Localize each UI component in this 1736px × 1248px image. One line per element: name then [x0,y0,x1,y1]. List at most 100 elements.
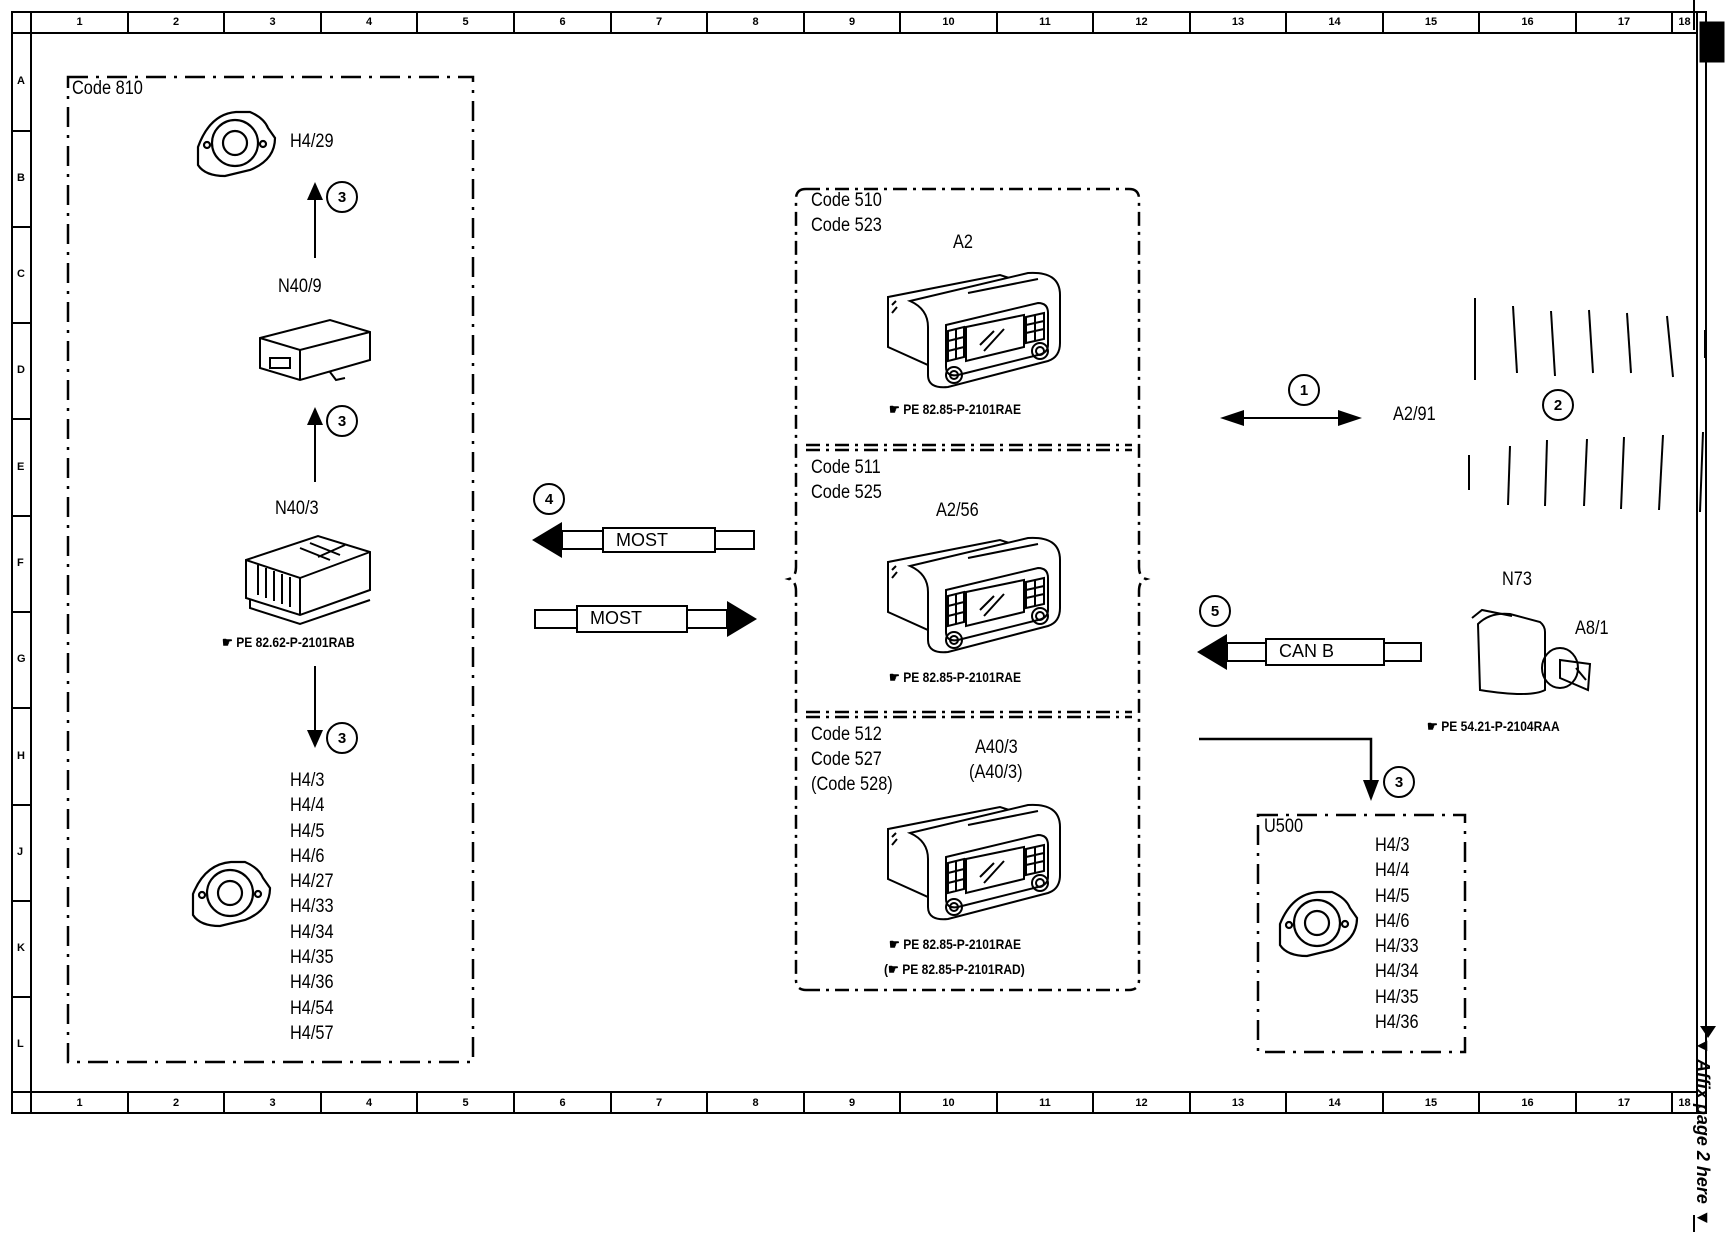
n73-label: N73 [1502,569,1532,590]
row-label: J [17,846,24,858]
pointing-hand-icon: ☛ [889,669,900,685]
row-label: C [17,268,25,280]
column-label-top: 5 [462,16,469,28]
speaker-label: H4/3 [1375,835,1410,856]
head-unit-label: A40/3 [975,737,1018,758]
column-label-bottom: 10 [942,1097,955,1109]
column-label-bottom: 14 [1328,1097,1341,1109]
callout-3-middle: 3 [326,405,358,437]
column-label-top: 8 [752,16,759,28]
column-label-bottom: 8 [752,1097,759,1109]
u500-label: U500 [1264,816,1304,837]
speaker-label: H4/6 [290,845,325,867]
speaker-label: H4/35 [1375,986,1419,1008]
speaker-label: H4/27 [290,871,334,893]
column-label-bottom: 13 [1231,1097,1245,1109]
head-unit-illustration [887,803,1061,921]
speaker-label: H4/57 [290,1022,334,1044]
column-label-bottom: 2 [172,1097,180,1109]
n40-3-reference: ☛PE 82.62-P-2101RAB [222,634,355,650]
row-label: A [17,75,25,87]
n40-9-label: N40/9 [278,276,322,297]
speaker-label: H4/3 [290,770,325,791]
option-code-label: Code 523 [811,215,882,236]
speaker-label: H4/6 [1375,910,1410,932]
speaker-label: H4/36 [290,972,334,994]
head-unit-reference: (☛PE 82.85-P-2101RAD) [884,961,1025,977]
speaker-label: H4/4 [290,795,325,817]
column-label-top: 3 [269,16,276,28]
pointing-hand-icon: ☛ [889,401,900,417]
callout-4: 4 [533,483,565,515]
column-label-top: 2 [172,16,180,28]
most-bus-right-label: MOST [576,605,688,633]
column-label-bottom: 11 [1039,1097,1051,1109]
callout-2: 2 [1542,389,1574,421]
row-label: L [17,1037,24,1050]
code-810-label: Code 810 [72,78,143,99]
column-label-top: 12 [1135,16,1148,28]
pointing-hand-icon: ☛ [1427,718,1438,734]
row-label: F [17,557,24,569]
h4-29-label: H4/29 [290,131,334,152]
row-label: K [17,942,25,954]
n40-3-label: N40/3 [275,498,319,519]
callout-3-top: 3 [326,181,358,213]
column-label-top: 16 [1521,16,1534,28]
column-label-bottom: 18 [1678,1097,1691,1109]
column-label-top: 17 [1617,16,1631,28]
callout-3-bottom: 3 [326,722,358,754]
head-unit-label: A2 [953,232,973,253]
column-label-top: 1 [76,16,83,28]
column-label-top: 13 [1231,16,1245,28]
option-code-label: Code 525 [811,482,882,503]
n73-reference: ☛PE 54.21-P-2104RAA [1427,718,1560,734]
option-code-label: Code 527 [811,749,882,770]
pointing-hand-icon: ☛ [222,634,233,650]
column-label-top: 14 [1328,16,1341,28]
column-label-bottom: 17 [1617,1097,1631,1109]
affix-page-note: ▼ Affix page 2 here ▼ [1693,1037,1713,1227]
option-code-label: Code 510 [811,190,882,211]
option-code-label: Code 512 [811,724,882,745]
head-unit-reference: ☛PE 82.85-P-2101RAE [889,936,1022,952]
row-label: B [17,172,25,184]
column-label-bottom: 5 [462,1097,469,1109]
head-unit-label: A2/56 [936,500,979,521]
pointing-hand-icon: ☛ [889,936,900,952]
column-label-bottom: 16 [1521,1097,1534,1109]
row-label: E [17,460,25,473]
can-b-bus-label: CAN B [1265,638,1385,666]
callout-5: 5 [1199,595,1231,627]
callout-1: 1 [1288,374,1320,406]
speaker-label: H4/5 [290,820,325,842]
speaker-label: H4/35 [290,947,334,969]
column-label-bottom: 6 [559,1097,566,1109]
speaker-label: H4/33 [290,896,334,918]
head-unit-illustration [887,536,1061,654]
head-unit-alt-label: (A40/3) [969,762,1023,783]
column-label-bottom: 7 [655,1097,663,1109]
speaker-label: H4/34 [1375,961,1419,983]
column-label-bottom: 3 [269,1097,276,1109]
column-label-bottom: 12 [1135,1097,1148,1109]
column-label-bottom: 15 [1424,1097,1438,1109]
column-label-top: 9 [848,16,856,28]
speaker-label: H4/33 [1375,936,1419,958]
a8-1-label: A8/1 [1575,618,1609,639]
head-unit-illustration [887,271,1061,389]
row-label: G [17,653,26,665]
column-label-top: 6 [559,16,566,28]
speaker-label: H4/4 [1375,860,1410,882]
row-label: H [17,749,25,762]
column-label-top: 11 [1039,16,1051,28]
speaker-label: H4/54 [290,997,334,1019]
pointing-hand-icon: ☛ [888,961,899,977]
speaker-label: H4/34 [290,921,334,943]
reference-paren: ( [884,961,889,977]
column-label-top: 7 [655,16,663,28]
head-unit-reference: ☛PE 82.85-P-2101RAE [889,669,1022,685]
